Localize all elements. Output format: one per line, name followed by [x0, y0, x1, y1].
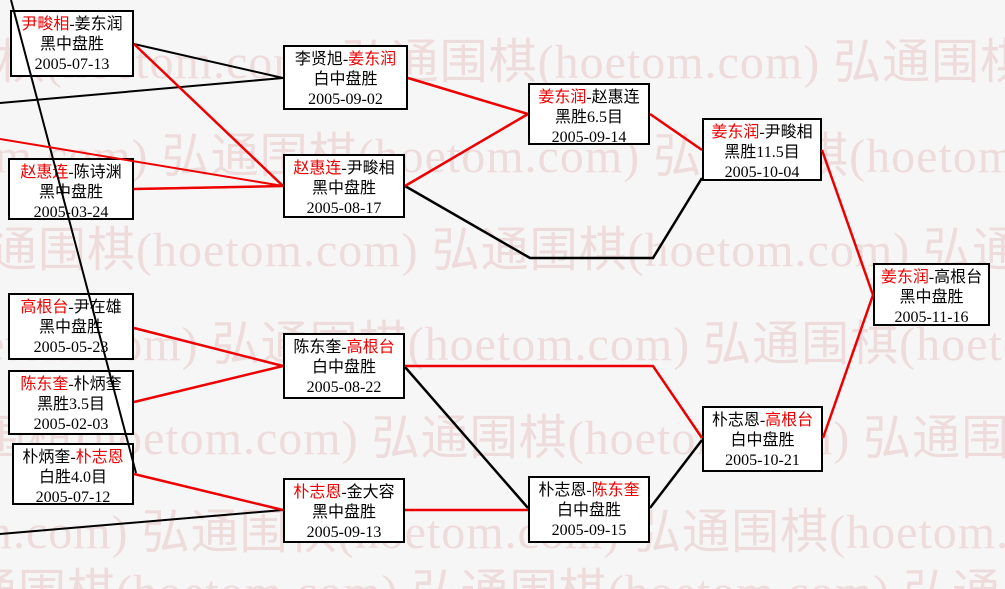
player-name-first: 姜东润: [711, 124, 760, 141]
match-players: 朴志恩-高根台: [704, 411, 821, 431]
player-name-second: 姜东润: [348, 51, 397, 68]
match-result: 白中盘胜: [311, 359, 376, 376]
match-players: 朴炳奎-朴志恩: [14, 448, 132, 468]
match-box-6[interactable]: 李贤旭-姜东润 白中盘胜 2005-09-02: [283, 45, 408, 110]
match-players: 高根台-尹在雄: [10, 298, 132, 318]
match-box-10[interactable]: 姜东润-赵惠连 黑胜6.5目 2005-09-14: [528, 83, 650, 146]
player-name-first: 李贤旭: [294, 51, 343, 68]
match-date: 2005-08-22: [306, 379, 382, 396]
match-date: 2005-07-12: [35, 489, 111, 506]
players-separator: -: [759, 124, 765, 141]
player-name-second: 陈东奎: [591, 482, 640, 499]
match-result: 黑胜6.5目: [554, 109, 623, 126]
match-players: 姜东润-赵惠连: [530, 88, 648, 108]
match-result: 黑中盘胜: [311, 504, 376, 521]
match-date: 2005-09-15: [551, 522, 627, 539]
player-name-first: 姜东润: [538, 89, 587, 106]
match-result: 黑胜11.5目: [724, 144, 800, 161]
match-date: 2005-09-14: [551, 129, 627, 146]
match-result: 黑中盘胜: [311, 180, 376, 197]
player-name-first: 朴志恩: [711, 412, 760, 429]
player-name-second: 高根台: [765, 412, 814, 429]
match-result: 黑中盘胜: [38, 184, 103, 201]
match-players: 陈东奎-朴炳奎: [10, 375, 132, 395]
match-date: 2005-03-24: [33, 204, 109, 221]
player-name-second: 尹在雄: [73, 299, 122, 316]
player-name-first: 陈东奎: [20, 376, 69, 393]
match-date: 2005-10-21: [725, 452, 800, 469]
player-name-second: 朴炳奎: [73, 376, 122, 393]
players-separator: -: [759, 412, 766, 429]
match-result: 黑中盘胜: [899, 289, 964, 306]
match-players: 姜东润-高根台: [875, 268, 988, 288]
player-name-first: 尹畯相: [21, 16, 70, 33]
player-name-first: 赵惠连: [293, 160, 342, 177]
players-separator: -: [341, 339, 347, 356]
match-box-5[interactable]: 朴炳奎-朴志恩 白胜4.0目 2005-07-12: [12, 443, 134, 506]
match-box-12[interactable]: 姜东润-尹畯相 黑胜11.5目 2005-10-04: [702, 118, 822, 181]
match-date: 2005-08-17: [306, 200, 382, 217]
player-name-first: 朴志恩: [538, 482, 587, 499]
player-name-second: 金大容: [346, 484, 395, 501]
match-result: 白胜4.0目: [38, 469, 107, 486]
match-players: 陈东奎-高根台: [285, 338, 403, 358]
players-separator: -: [342, 51, 349, 68]
player-name-first: 赵惠连: [20, 164, 69, 181]
player-name-first: 高根台: [20, 299, 69, 316]
match-box-1[interactable]: 尹畯相-姜东润 黑中盘胜 2005-07-13: [10, 10, 134, 77]
player-name-first: 陈东奎: [293, 339, 342, 356]
match-box-7[interactable]: 赵惠连-尹畯相 黑中盘胜 2005-08-17: [283, 154, 405, 218]
player-name-second: 姜东润: [74, 16, 123, 33]
match-date: 2005-07-13: [34, 56, 110, 73]
player-name-second: 尹畯相: [346, 160, 395, 177]
watermark-text: 弘通围棋(hoetom.com) 弘通围棋(hoetom.com) 弘通围棋(h…: [0, 552, 1005, 589]
match-result: 白中盘胜: [556, 502, 621, 519]
match-players: 尹畯相-姜东润: [12, 15, 132, 35]
match-date: 2005-11-16: [894, 309, 969, 326]
match-date: 2005-05-23: [33, 339, 109, 356]
players-separator: -: [341, 160, 347, 177]
player-name-second: 高根台: [934, 269, 983, 286]
match-players: 姜东润-尹畯相: [704, 123, 820, 143]
match-box-8[interactable]: 陈东奎-高根台 白中盘胜 2005-08-22: [283, 333, 405, 399]
match-box-11[interactable]: 朴志恩-陈东奎 白中盘胜 2005-09-15: [528, 476, 650, 543]
player-name-first: 朴炳奎: [22, 449, 71, 466]
match-box-4[interactable]: 陈东奎-朴炳奎 黑胜3.5目 2005-02-03: [8, 370, 134, 435]
match-date: 2005-10-04: [724, 164, 800, 181]
match-players: 赵惠连-尹畯相: [285, 159, 403, 179]
match-date: 2005-09-02: [308, 91, 383, 108]
player-name-first: 姜东润: [880, 269, 929, 286]
player-name-first: 朴志恩: [293, 484, 342, 501]
match-players: 朴志恩-陈东奎: [530, 481, 648, 501]
player-name-second: 赵惠连: [591, 89, 640, 106]
match-result: 黑中盘胜: [38, 319, 103, 336]
match-result: 白中盘胜: [730, 432, 795, 449]
players-separator: -: [586, 89, 592, 106]
players-separator: -: [341, 484, 347, 501]
match-box-9[interactable]: 朴志恩-金大容 黑中盘胜 2005-09-13: [283, 478, 405, 543]
match-box-13[interactable]: 朴志恩-高根台 白中盘胜 2005-10-21: [702, 406, 823, 472]
match-players: 赵惠连-陈诗渊: [10, 163, 132, 183]
match-result: 白中盘胜: [313, 71, 378, 88]
player-name-second: 朴志恩: [75, 449, 124, 466]
match-box-3[interactable]: 高根台-尹在雄 黑中盘胜 2005-05-23: [8, 293, 134, 360]
match-players: 李贤旭-姜东润: [285, 50, 406, 70]
match-date: 2005-09-13: [306, 524, 382, 541]
match-date: 2005-02-03: [33, 416, 109, 433]
players-separator: -: [586, 482, 592, 499]
player-name-second: 尹畯相: [764, 124, 813, 141]
match-players: 朴志恩-金大容: [285, 483, 403, 503]
player-name-second: 陈诗渊: [73, 164, 122, 181]
match-result: 黑胜3.5目: [36, 396, 105, 413]
match-result: 黑中盘胜: [39, 36, 104, 53]
players-separator: -: [928, 269, 935, 286]
player-name-second: 高根台: [346, 339, 395, 356]
match-box-2[interactable]: 赵惠连-陈诗渊 黑中盘胜 2005-03-24: [8, 158, 134, 221]
match-box-14[interactable]: 姜东润-高根台 黑中盘胜 2005-11-16: [873, 263, 990, 326]
